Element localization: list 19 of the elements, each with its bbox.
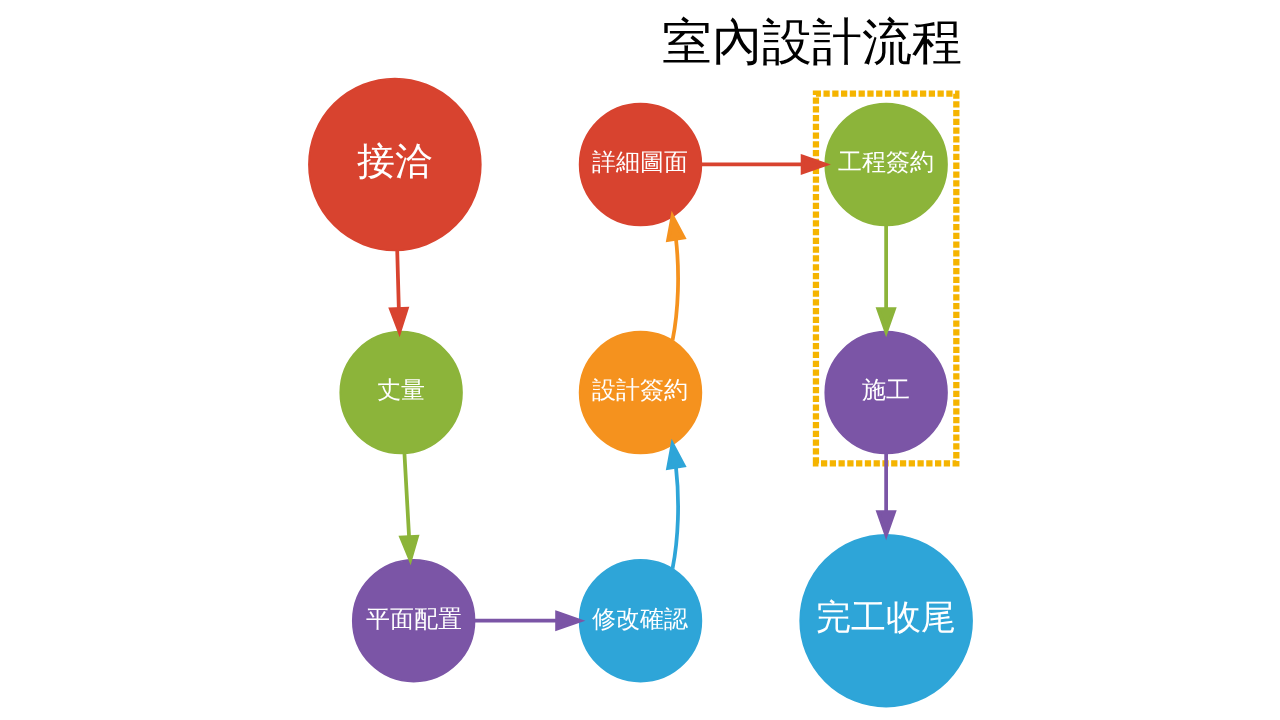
arrow bbox=[474, 610, 585, 632]
arrow bbox=[387, 250, 409, 338]
node-circle: 丈量 bbox=[338, 330, 463, 455]
node-circle: 修改確認 bbox=[578, 558, 702, 683]
arrow bbox=[875, 453, 897, 541]
arrow bbox=[397, 453, 419, 566]
arrow bbox=[875, 225, 897, 338]
arrow bbox=[700, 153, 831, 176]
node-circle: 工程簽約 bbox=[823, 102, 948, 227]
arrow bbox=[665, 210, 687, 341]
cluster bbox=[812, 90, 959, 467]
diagram-title: 室內設計流程 bbox=[661, 11, 962, 71]
node-circle: 平面配置 bbox=[351, 558, 475, 683]
node-circle: 詳細圖面 bbox=[578, 102, 702, 227]
arrow bbox=[665, 438, 687, 569]
node-circle: 設計簽約 bbox=[578, 330, 702, 455]
node-circle: 接洽 bbox=[307, 77, 482, 252]
node-circle: 施工 bbox=[823, 330, 948, 455]
node-circle: 完工收尾 bbox=[798, 533, 973, 708]
